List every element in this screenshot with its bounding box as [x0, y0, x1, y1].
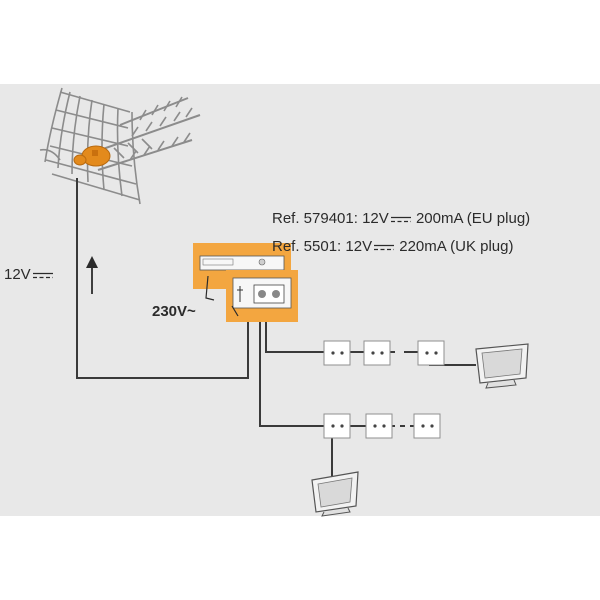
antenna-icon: [39, 87, 201, 205]
cable-antenna-to-psu: [76, 178, 249, 379]
ref-eu-prefix: Ref. 579401: 12V: [272, 210, 389, 227]
dc-symbol-icon: [32, 272, 53, 278]
ref-eu-suffix: 200mA (EU plug): [415, 210, 531, 227]
ref-uk-prefix: Ref. 5501: 12V: [272, 238, 373, 255]
up-arrow-icon: [86, 256, 98, 294]
dc-symbol-icon: [374, 244, 395, 250]
antenna-voltage-label: 12V: [4, 266, 54, 283]
antenna-head: [73, 145, 111, 167]
mains-voltage-label: 230V~: [152, 303, 196, 320]
wall-outlet-icon: [323, 413, 441, 439]
ref-uk-suffix: 220mA (UK plug): [399, 238, 514, 255]
tv-icon: [475, 343, 529, 389]
dc-symbol-icon: [390, 216, 411, 222]
wall-outlet-icon: [323, 340, 445, 366]
ref-eu-label: Ref. 579401: 12V 200mA (EU plug): [272, 210, 530, 227]
ref-uk-label: Ref. 5501: 12V 220mA (UK plug): [272, 238, 513, 255]
antenna-voltage-text: 12V: [4, 266, 31, 283]
amplifier-icon: [226, 270, 298, 322]
tv-icon: [311, 471, 359, 517]
